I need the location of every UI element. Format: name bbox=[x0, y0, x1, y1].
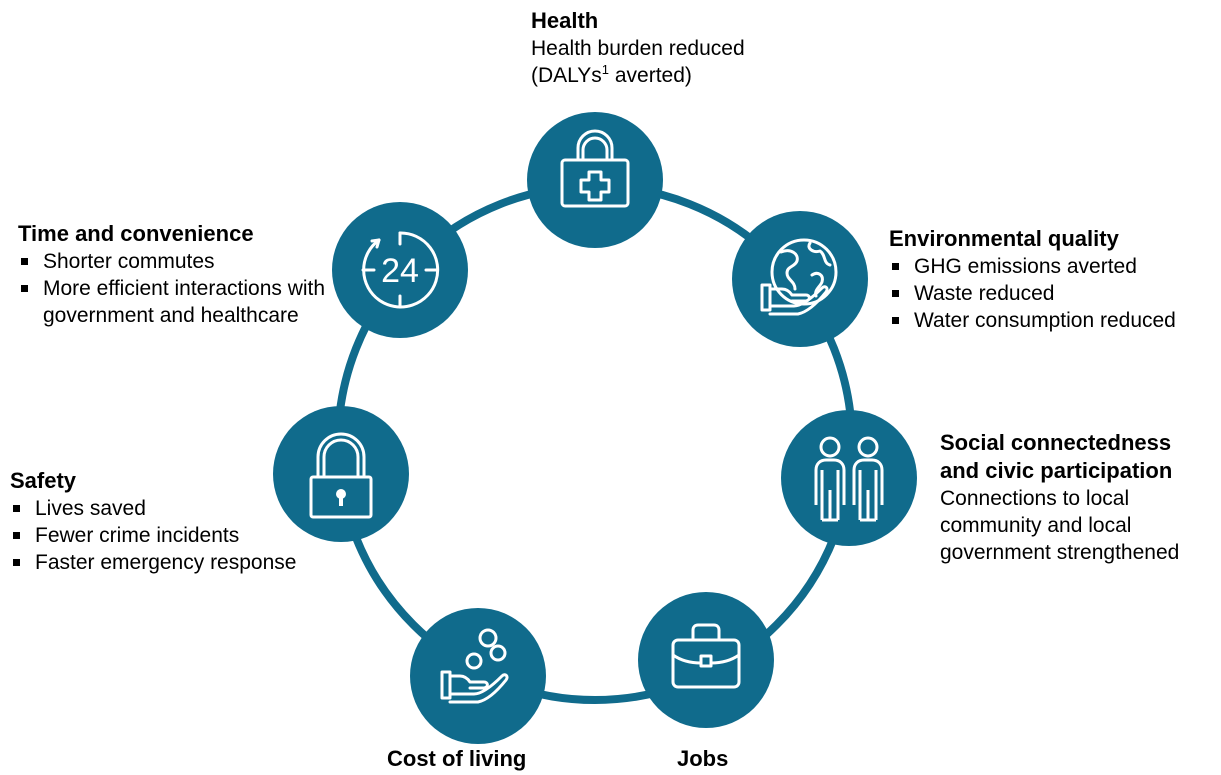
safety-title: Safety bbox=[10, 468, 77, 493]
footnote-marker: 1 bbox=[601, 62, 610, 77]
cost-node bbox=[410, 608, 546, 744]
clock-label: 24 bbox=[381, 252, 419, 290]
jobs-label: Jobs bbox=[677, 745, 728, 773]
jobs-title: Jobs bbox=[677, 746, 729, 771]
safety-label: Safety Lives saved Fewer crime incidents… bbox=[10, 467, 340, 576]
social-label: Social connectedness and civic participa… bbox=[940, 429, 1220, 566]
list-item: Waste reduced bbox=[889, 280, 1219, 307]
list-item: Shorter commutes bbox=[18, 248, 328, 275]
time-label: Time and convenience Shorter commutes Mo… bbox=[18, 220, 328, 329]
social-title-line1: Social connectedness bbox=[940, 430, 1172, 455]
jobs-node bbox=[638, 592, 774, 728]
cost-title: Cost of living bbox=[387, 746, 527, 771]
safety-node bbox=[273, 406, 409, 542]
briefcase-icon bbox=[671, 623, 741, 689]
list-item: More efficient interactions with governm… bbox=[18, 275, 328, 329]
list-item: GHG emissions averted bbox=[889, 253, 1219, 280]
clock-24-icon bbox=[361, 231, 440, 309]
environment-label: Environmental quality GHG emissions aver… bbox=[889, 225, 1219, 334]
social-title-line2: and civic participation bbox=[940, 458, 1173, 483]
social-description: Connections to local community and local… bbox=[940, 487, 1180, 564]
health-description: Health burden reduced (DALYs1 averted) bbox=[531, 37, 745, 87]
list-item: Lives saved bbox=[10, 495, 340, 522]
health-label: Health Health burden reduced (DALYs1 ave… bbox=[531, 7, 781, 89]
social-node bbox=[781, 410, 917, 546]
coins-in-hand-icon bbox=[440, 628, 509, 704]
globe-in-hand-icon bbox=[760, 238, 838, 316]
two-people-icon bbox=[814, 436, 884, 522]
time-node: 24 bbox=[332, 202, 468, 338]
safety-list: Lives saved Fewer crime incidents Faster… bbox=[10, 495, 340, 576]
list-item: Water consumption reduced bbox=[889, 307, 1219, 334]
time-list: Shorter commutes More efficient interact… bbox=[18, 248, 328, 329]
environment-title: Environmental quality bbox=[889, 226, 1119, 251]
environment-node bbox=[732, 211, 868, 347]
health-title: Health bbox=[531, 8, 599, 33]
list-item: Fewer crime incidents bbox=[10, 522, 340, 549]
first-aid-kit-icon bbox=[560, 129, 630, 208]
padlock-icon bbox=[309, 432, 373, 519]
time-title: Time and convenience bbox=[18, 221, 254, 246]
environment-list: GHG emissions averted Waste reduced Wate… bbox=[889, 253, 1219, 334]
cost-label: Cost of living bbox=[387, 745, 526, 773]
list-item: Faster emergency response bbox=[10, 549, 340, 576]
health-node bbox=[527, 112, 663, 248]
